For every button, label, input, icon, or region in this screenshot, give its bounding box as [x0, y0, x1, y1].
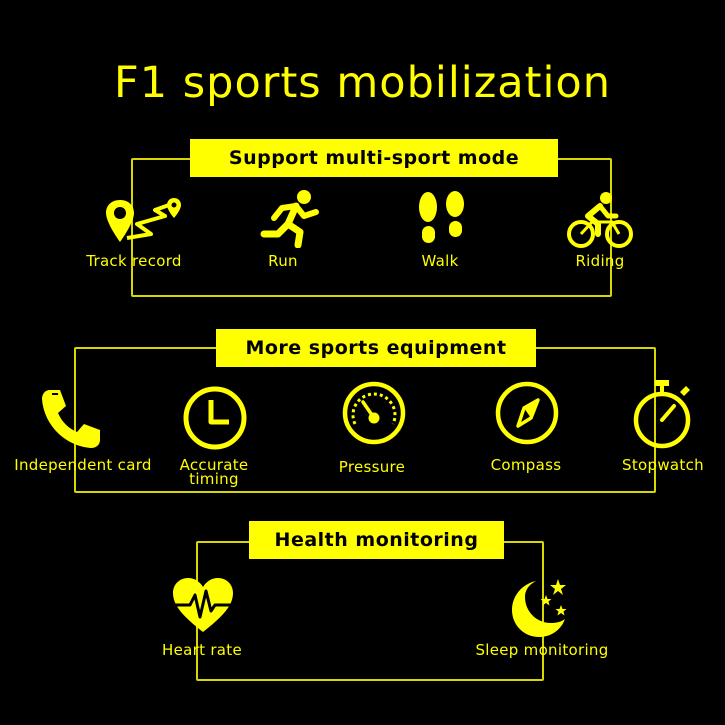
independent-card-label: Independent card — [14, 456, 152, 474]
clock-icon — [181, 384, 249, 452]
compass-icon — [494, 380, 560, 446]
compass-label: Compass — [490, 456, 562, 474]
sport-modes-frame — [131, 158, 612, 297]
phone-icon — [38, 386, 104, 452]
sport-modes-heading: Support multi-sport mode — [190, 139, 558, 177]
moon-stars-icon — [506, 577, 572, 639]
gauge-icon — [341, 380, 407, 446]
page-title: F1 sports mobilization — [114, 58, 611, 108]
cyclist-icon — [566, 190, 634, 250]
heart-rate-label: Heart rate — [162, 641, 242, 659]
walk-label: Walk — [421, 252, 459, 270]
stopwatch-icon — [632, 378, 694, 450]
map-pin-route-icon — [103, 196, 185, 248]
running-person-icon — [258, 188, 322, 248]
sleep-monitoring-label: Sleep monitoring — [475, 641, 609, 659]
health-heading: Health monitoring — [249, 521, 504, 559]
riding-label: Riding — [575, 252, 625, 270]
accurate-timing-label-line2: timing — [189, 470, 239, 488]
heart-pulse-icon — [170, 575, 236, 635]
footprints-icon — [414, 190, 470, 246]
track-record-label: Track record — [86, 252, 182, 270]
run-label: Run — [268, 252, 298, 270]
stopwatch-label: Stopwatch — [622, 456, 704, 474]
accurate-timing-label-line1: Accurate — [179, 456, 249, 474]
equipment-heading: More sports equipment — [216, 329, 536, 367]
health-frame — [196, 541, 544, 681]
pressure-label: Pressure — [338, 458, 406, 476]
